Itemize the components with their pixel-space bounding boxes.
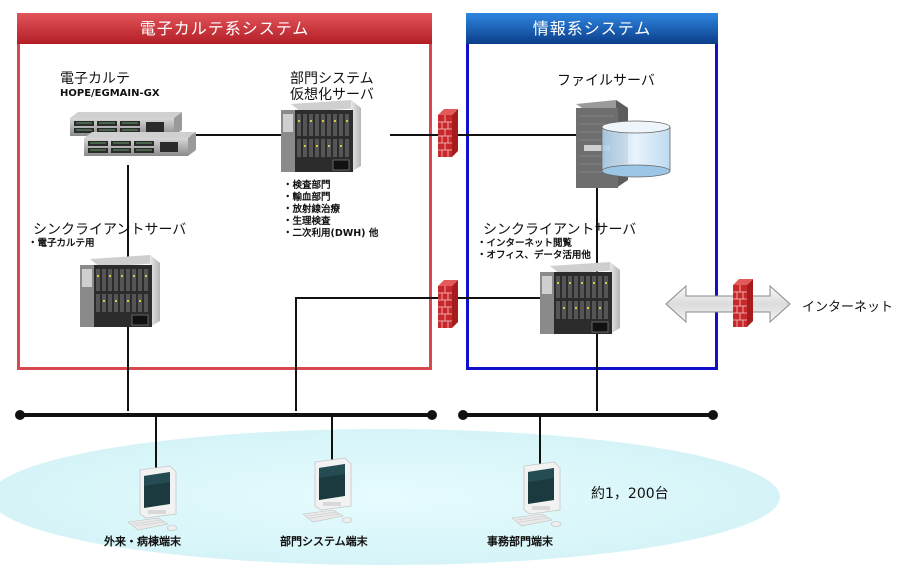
firewall-icon: [437, 108, 459, 158]
storage-cylinder-icon: [601, 120, 671, 178]
file-server-label: ファイルサーバ: [557, 73, 655, 89]
emr-server-model: HOPE/EGMAIN-GX: [60, 88, 160, 99]
connection-lines: [127, 134, 598, 411]
dept-blade-server-icon: [280, 99, 362, 173]
list-item: 電子カルテ用: [28, 238, 95, 250]
bus-to-info-thinclient-line: [295, 297, 540, 411]
desktop-pc-icon: [127, 465, 178, 531]
info-system-title: 情報系システム: [466, 13, 718, 44]
list-item: 輸血部門: [283, 192, 378, 204]
info-thinclient-label: シンクライアントサーバ: [483, 222, 637, 238]
info-thinclient-blade-server-icon: [539, 261, 621, 335]
emr-thinclient-label: シンクライアントサーバ: [33, 222, 187, 238]
firewall-icon: [732, 278, 754, 328]
network-bus-emr: [15, 410, 437, 420]
emr-server-label: 電子カルテ: [60, 71, 130, 87]
terminal-label-admin: 事務部門端末: [487, 535, 553, 548]
list-item: オフィス、データ活用他: [477, 250, 591, 262]
dept-server-label-line2: 仮想化サーバ: [290, 87, 374, 103]
terminal-count: 約1，200台: [591, 486, 669, 502]
terminal-label-outpatient-ward: 外来・病棟端末: [104, 535, 181, 548]
internet-label: インターネット: [802, 300, 894, 315]
emr-thinclient-blade-server-icon: [79, 254, 161, 328]
dept-server-label-line1: 部門システム: [290, 71, 374, 87]
list-item: 二次利用(DWH) 他: [283, 228, 379, 240]
dept-server-function-list: 検査部門 輸血部門 放射線治療 生理検査 二次利用(DWH) 他: [283, 180, 379, 240]
terminal-drop-lines: [155, 415, 541, 470]
emr-thinclient-function-list: 電子カルテ用: [28, 238, 95, 250]
terminal-label-department: 部門システム端末: [280, 535, 368, 548]
info-thinclient-function-list: インターネット閲覧 オフィス、データ活用他: [477, 238, 591, 262]
desktop-pc-icon: [511, 461, 562, 527]
network-bus-info: [458, 410, 718, 420]
list-item: インターネット閲覧: [477, 238, 591, 250]
desktop-pc-icon: [302, 457, 353, 523]
emr-rack-server-icon: [69, 111, 197, 157]
list-item: 放射線治療: [283, 204, 378, 216]
list-item: 生理検査: [283, 216, 378, 228]
list-item: 検査部門: [283, 180, 378, 192]
firewall-icon: [437, 279, 459, 329]
emr-system-title: 電子カルテ系システム: [17, 13, 432, 44]
internet-double-arrow-icon: [665, 284, 791, 324]
